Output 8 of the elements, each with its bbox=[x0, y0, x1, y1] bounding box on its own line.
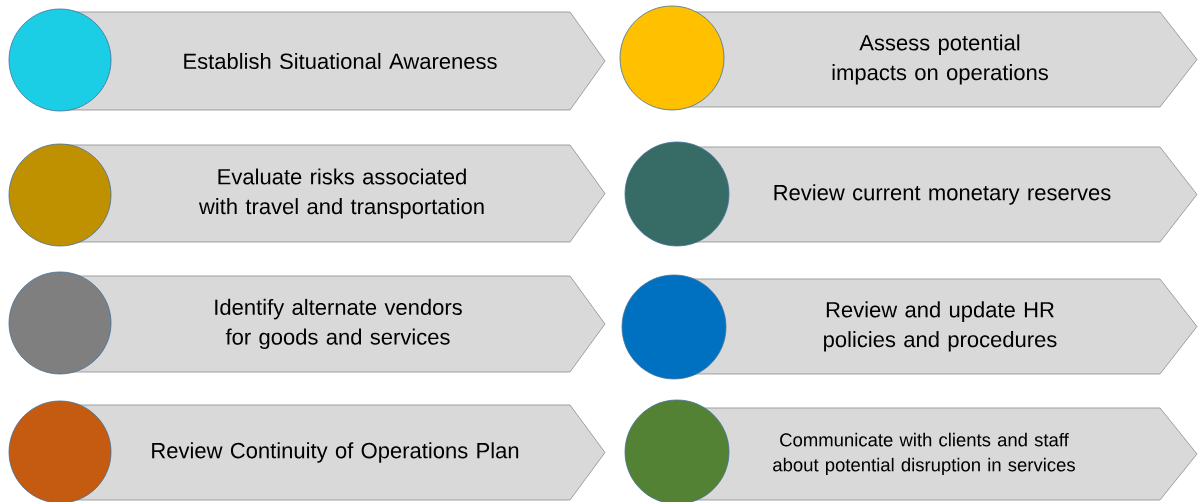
chevron-box: Communicate with clients and staff about potential disruption in services bbox=[624, 399, 1198, 502]
chevron-box: Review Continuity of Operations Plan bbox=[8, 400, 606, 502]
chevron-box: Review and update HR policies and procedures bbox=[621, 274, 1198, 380]
chevron-box: Assess potential impacts on operations bbox=[619, 5, 1198, 111]
chevron-box: Identify alternate vendors for goods and services bbox=[8, 271, 606, 375]
chevron-box: Evaluate risks associated with travel and transportation bbox=[8, 143, 606, 247]
chevron-box: Review current monetary reserves bbox=[624, 141, 1198, 247]
chevron-box: Establish Situational Awareness bbox=[8, 8, 606, 112]
